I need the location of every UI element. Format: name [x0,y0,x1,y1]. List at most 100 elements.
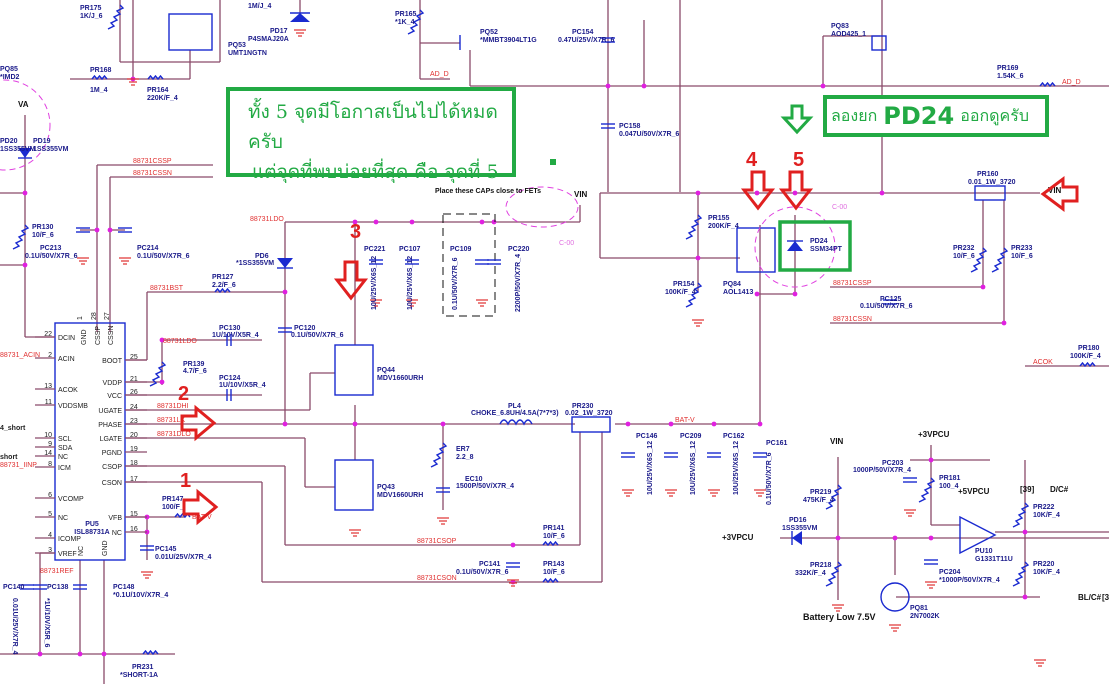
resistor-icon [12,224,30,250]
label-pr130-val: 10/F_6 [32,232,54,239]
label-pd6-val: *1SS355VM [236,260,274,267]
ic-pin-number: 15 [130,511,138,518]
junction-dot [491,219,497,225]
grounds [77,29,1046,667]
label-pr180-val: 100K/F_4 [1070,353,1101,360]
label-pr231-ref: PR231 [132,664,154,671]
junction-dot [695,190,701,196]
pq85-outline [0,79,51,171]
ic-pin-number: 13 [44,383,52,390]
junction-dot [1022,594,1028,600]
junction-dot [695,255,701,261]
label-pq85-ref: PQ85 [0,66,18,73]
ic-pin-number: 26 [130,389,138,396]
junction-dot [352,219,358,225]
ic-pin-name: ACIN [58,356,75,363]
junction-dot [409,219,415,225]
power-vin: VIN [830,437,844,446]
label-pr180-ref: PR180 [1078,345,1100,352]
label-pc145-val: 0.01U/25V/X7R_4 [155,554,212,561]
ic-pin-number: 8 [48,461,52,468]
arrow-down-icon [778,170,814,211]
label-pc130-val: 1U/10V/X5R_4 [212,332,259,339]
ic-pin-number: 22 [44,331,52,338]
label-pc140-val: 0.01U/25V/X7R_4 [11,598,18,655]
label-pd24-ref: PD24 [810,238,828,245]
label-pd16-val: 1SS355VM [782,525,818,532]
resistors [12,4,1096,656]
note-main-line1: ทั้ง 5 จุดมีโอกาสเป็นไปได้หมดครับ [248,101,498,153]
ic-pin-number: 2 [48,352,52,359]
power-5vpcu: +5VPCU [958,487,990,496]
label-pr230-val: 0.02_1W_3720 [565,410,613,417]
resistor-icon [542,540,559,547]
ic-pin-name: CSOP [102,464,122,471]
net-ref: 88731REF [40,568,73,575]
label-pr218-ref: PR218 [810,562,832,569]
diode-icon [277,258,293,269]
signal-ref3: [3 [1102,593,1109,602]
diode-icon [787,240,803,251]
label-pr164-val: 220K/F_4 [147,95,178,102]
ic-pin-name: CSON [102,480,122,487]
resistor-icon [149,361,167,387]
label-pr232-val: 10/F_6 [953,253,975,260]
power-vin: VIN [1048,186,1062,195]
label-pr222-ref: PR222 [1033,504,1055,511]
label-pr143-val: 10/F_6 [543,569,565,576]
label-pd19-val: 1SS355VM [33,146,69,153]
ic-pin-name: GND [81,329,88,345]
net-cssn: 88731CSSN [833,316,872,323]
label-pr233-ref: PR233 [1011,245,1033,252]
ic-pin-name: PGND [102,450,122,457]
junction-dot [22,190,28,196]
ic-pu5 [54,322,126,561]
ic-pin-name: ICOMP [58,536,81,543]
net-iinp: 88731_IINP [0,462,37,469]
mosfet-pq43 [334,459,374,511]
label-pd17-ref: PD17 [270,28,288,35]
diode-icon [290,12,310,22]
label-pr168-val: 1M_4 [90,87,108,94]
junction-dot [835,535,841,541]
caps-note: Place these CAPs close to FETs [435,188,541,195]
label-pq83-val: AOD425_1 [831,31,866,38]
resistor-icon [918,477,936,503]
label-pr220-val: 10K/F_4 [1033,569,1060,576]
junction-dot [282,421,288,427]
label-pc120-val: 0.1U/50V/X7R_6 [291,332,344,339]
label-pr160-val: 0.01_1W_3720 [968,179,1016,186]
inductor-icon [499,419,533,426]
label-pq81-val: 2N7002K [910,613,940,620]
resistor-icon [825,484,843,510]
junction-dot [94,227,100,233]
label-pq84-val: AOL1413 [723,289,753,296]
junction-dot [159,337,165,343]
label-pr169-ref: PR169 [997,65,1019,72]
junction-dot [668,421,674,427]
label-pr147-ref: PR147 [162,496,184,503]
optocoupler-symbol [168,13,213,51]
resistor-icon [407,9,425,35]
ic-pin-number: 16 [130,526,138,533]
label-pd20-val: 1SS355VM [0,146,36,153]
label-pr231-val: *SHORT-1A [120,672,158,679]
label-ec10-ref: EC10 [465,476,483,483]
label-pc220-ref: PC220 [508,246,530,253]
label-pc213-val: 0.1U/50V/X7R_6 [25,253,78,260]
resistor-icon [685,282,703,308]
label-pc125-val: 0.1U/50V/X7R_6 [860,303,913,310]
ic-pin-name: VFB [108,515,122,522]
arrow-down-icon [333,260,369,301]
c00-outline [754,206,836,288]
junction-dot [928,535,934,541]
label-pc138-ref: PC138 [47,584,69,591]
diode-icon [791,531,802,545]
ic-pin-name: VCOMP [58,496,84,503]
label-pr169-val: 1.54K_6 [997,73,1024,80]
signal-dc: D/C# [1050,485,1069,494]
marker-5: 5 [793,149,804,171]
resistor-icon [685,214,703,240]
ic-part: ISL88731A [74,529,109,536]
